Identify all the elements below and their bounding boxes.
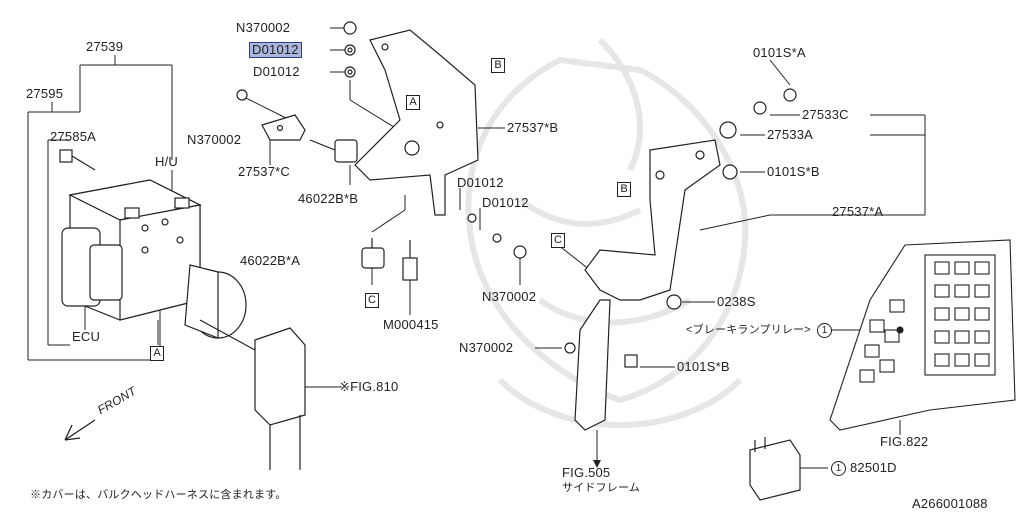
front-arrow-icon: [64, 419, 96, 441]
label-27537b: 27537*B: [507, 120, 559, 135]
label-0101s-b-top: 0101S*B: [767, 164, 820, 179]
label-d01012-c: D01012: [457, 175, 504, 190]
ref-circle-1-relay: 1: [831, 461, 846, 476]
bracket-27537b: [354, 29, 479, 216]
relay-82501d: [749, 437, 801, 501]
label-fig810[interactable]: ※FIG.810: [339, 379, 399, 394]
label-n370002-left: N370002: [187, 132, 242, 147]
label-n370002-low: N370002: [459, 340, 514, 355]
ref-box-c-sensor: C: [365, 293, 379, 308]
leader-lines: [27, 27, 926, 469]
label-fig822[interactable]: FIG.822: [880, 434, 929, 449]
label-0101s-a: 0101S*A: [753, 45, 806, 60]
sensor-46022b-b: [309, 139, 358, 163]
abs-hydraulic-unit: [61, 179, 247, 339]
bracket-27537a: [574, 139, 721, 431]
switch-m000415: [402, 240, 418, 281]
label-0238s: 0238S: [717, 294, 756, 309]
label-d01012-d: D01012: [482, 195, 529, 210]
label-46022b-b: 46022B*B: [298, 191, 359, 206]
label-brake-lamp-relay: <ブレーキランプリレー>: [686, 324, 811, 336]
label-m000415: M000415: [383, 317, 439, 332]
bolt-27585a: [59, 149, 96, 171]
label-fig505[interactable]: FIG.505: [562, 465, 611, 480]
fasteners: [236, 21, 797, 368]
footnote: ※カバーは、バルクヘッドハーネスに含まれます。: [30, 489, 287, 501]
label-d01012-b: D01012: [253, 64, 300, 79]
sensor-46022b-a: [361, 238, 385, 269]
ref-box-c-right: C: [551, 233, 565, 248]
label-46022b-a: 46022B*A: [240, 253, 301, 268]
ref-box-b-right: B: [617, 182, 631, 197]
label-n370002-mid: N370002: [482, 289, 537, 304]
ref-circle-1-relay-box: 1: [817, 323, 832, 338]
label-hu: H/U: [155, 154, 178, 169]
label-82501d: 82501D: [850, 460, 897, 475]
label-27533c: 27533C: [802, 107, 849, 122]
label-27537a: 27537*A: [832, 204, 884, 219]
label-ecu: ECU: [72, 329, 101, 344]
label-27537c: 27537*C: [238, 164, 290, 179]
label-27539: 27539: [86, 39, 124, 54]
label-side-frame: サイドフレーム: [562, 482, 641, 494]
ref-box-b-bracket: B: [491, 58, 505, 73]
relay-box: [829, 239, 1016, 431]
fig505-arrow: [593, 460, 601, 468]
label-27595: 27595: [26, 86, 64, 101]
label-n370002-top: N370002: [236, 20, 291, 35]
diagram-id: A266001088: [912, 496, 988, 511]
ref-box-a-bracket: A: [406, 95, 420, 110]
label-27533a: 27533A: [767, 127, 814, 142]
bracket-27537c: [261, 114, 306, 141]
ref-box-a-abs: A: [150, 346, 164, 361]
label-d01012-highlighted[interactable]: D01012: [249, 42, 302, 58]
harness-cover: [199, 319, 306, 470]
label-0101s-b-low: 0101S*B: [677, 359, 730, 374]
label-27585a: 27585A: [50, 129, 97, 144]
